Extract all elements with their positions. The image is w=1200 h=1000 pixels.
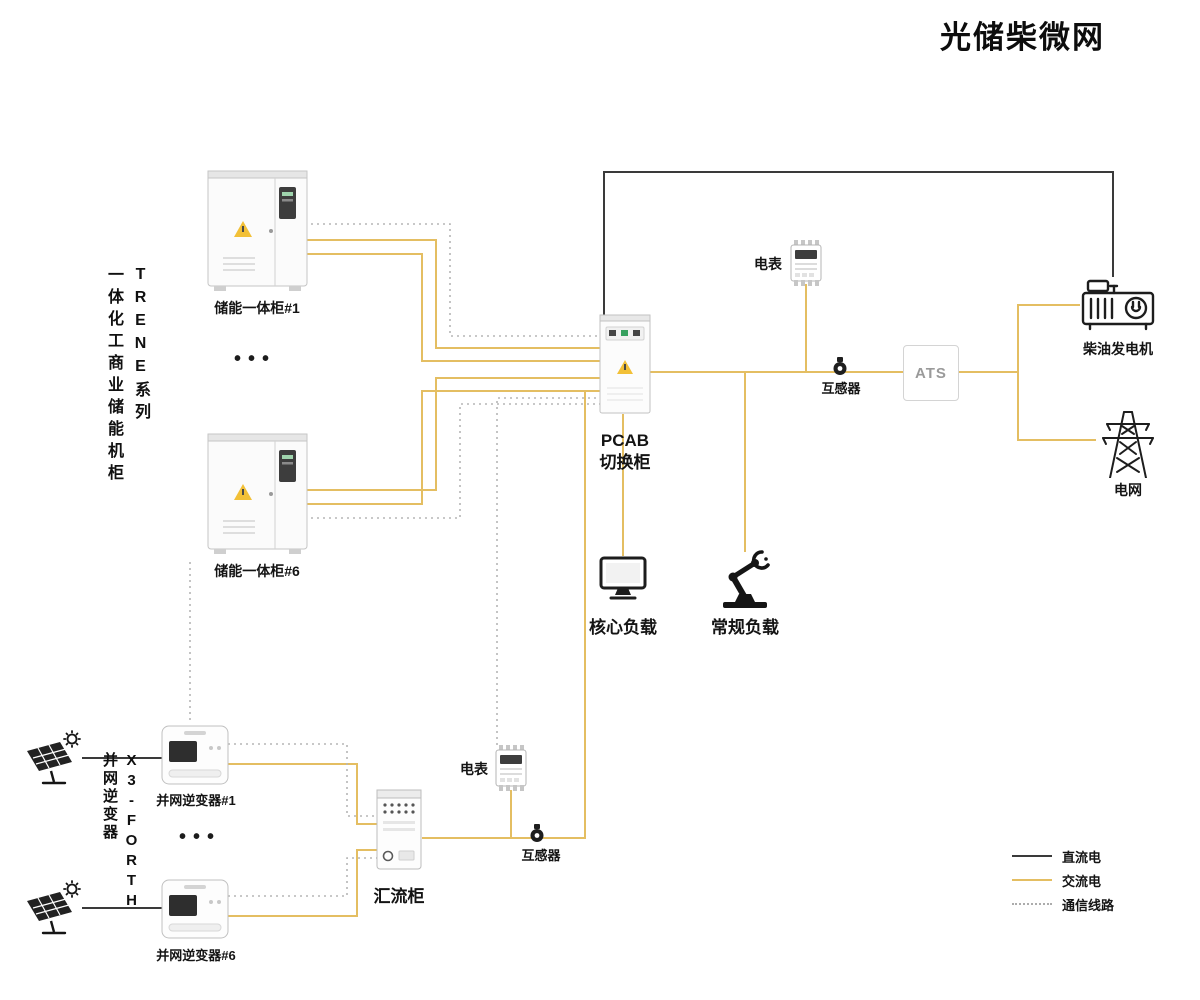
transmission-tower-icon [1102,411,1154,479]
pcab-cabinet-icon [598,312,652,416]
ct-icon [833,357,847,375]
pcab-label-line2: 切换柜 [599,453,651,473]
pcab-cabinet-icon [599,314,651,414]
legend-row-ac: 交流电 [1012,869,1114,891]
legend-ac-label: 交流电 [1062,873,1102,889]
inverter-series-name: X3-FORTH [123,752,140,912]
normal-load-icon [716,550,774,610]
comm-line-cab6 [305,403,602,519]
combiner-label: 汇流柜 [373,887,425,906]
storage-cabinet-icon [207,433,308,554]
comm-line-inv1 [228,743,377,817]
ac-line-swatch [1012,878,1052,882]
inverter-icon [161,879,229,939]
diesel-generator-icon [1081,279,1155,331]
solar-panel-1-icon [24,730,84,788]
inverter-ellipsis: ••• [178,826,221,848]
page-title: 光储柴微网 [940,20,1105,55]
top-meter-label: 电表 [754,256,782,272]
legend-row-comm: 通信线路 [1012,893,1114,915]
storage-cabinet-1-icon [205,165,310,295]
storage-cabinet-1-label: 储能一体柜#1 [214,300,300,316]
comm-line-cab1 [305,223,602,337]
ac-line-cab6-a [305,377,602,491]
combiner-cabinet-icon [376,789,422,870]
diesel-generator-icon [1080,276,1156,332]
solar-panel-icon [27,880,81,935]
normal-load-label: 常规负载 [711,618,779,637]
dc-line-swatch [1012,854,1052,858]
solar-panel-2-icon [24,880,84,938]
inverter-6-icon [160,878,230,942]
top-ct-label: 互感器 [821,381,861,396]
bottom-ct-icon [529,824,545,843]
ct-icon [530,824,544,842]
legend-comm-label: 通信线路 [1062,897,1115,913]
ats-label: ATS [915,364,947,382]
inverter-series-vertical-text: X3-FORTH 并网逆变器 [96,752,143,912]
inverter-1-label: 并网逆变器#1 [156,793,236,808]
ac-line-cab1-b [305,253,602,362]
core-load-label: 核心负载 [589,618,657,637]
top-meter-icon [790,240,822,286]
comm-line-swatch [1012,903,1052,905]
storage-ellipsis: ••• [233,348,276,370]
inverter-series-desc: 并网逆变器 [101,752,118,842]
storage-cabinet-6-label: 储能一体柜#6 [214,563,300,579]
storage-cabinet-6-icon [205,428,310,558]
ac-line-cab6-b [305,390,602,505]
bottom-meter-icon [495,745,527,791]
bottom-ct-label: 互感器 [521,848,561,863]
legend: 直流电 交流电 通信线路 [1012,845,1114,917]
legend-dc-label: 直流电 [1062,849,1102,865]
storage-series-name: TRENE系列 [132,266,149,425]
storage-series-vertical-text: TRENE系列 一体化工商业储能机柜 [98,266,155,486]
ac-line-combiner-pcab [422,390,602,839]
ats-box: ATS [903,345,959,401]
ac-line-grid [1017,372,1096,441]
top-ct-icon [832,357,848,376]
ac-line-generator [1017,304,1080,372]
bottom-meter-label: 电表 [460,761,488,777]
pcab-label: PCAB 切换柜 [570,430,680,474]
power-grid-icon [1096,404,1160,479]
comm-line-inv6 [228,857,377,897]
inverter-6-label: 并网逆变器#6 [156,948,236,963]
dc-line-top [603,171,1114,316]
storage-series-desc: 一体化工商业储能机柜 [105,266,122,486]
ac-line-inv6 [228,849,377,917]
meter-icon [790,240,822,286]
meter-icon [495,745,527,791]
ac-line-inv1 [228,763,377,825]
legend-row-dc: 直流电 [1012,845,1114,867]
power-grid-label: 电网 [1114,482,1142,498]
solar-panel-icon [27,730,81,785]
monitor-icon [599,556,647,600]
storage-cabinet-icon [207,170,308,291]
inverter-icon [161,725,229,785]
pcab-label-line1: PCAB [600,431,650,450]
robot-arm-icon [723,550,770,608]
combiner-cabinet-icon [375,788,423,872]
core-load-icon [599,556,647,602]
diesel-generator-label: 柴油发电机 [1083,341,1153,357]
inverter-1-icon [160,724,230,788]
ac-line-cab1-a [305,239,602,349]
